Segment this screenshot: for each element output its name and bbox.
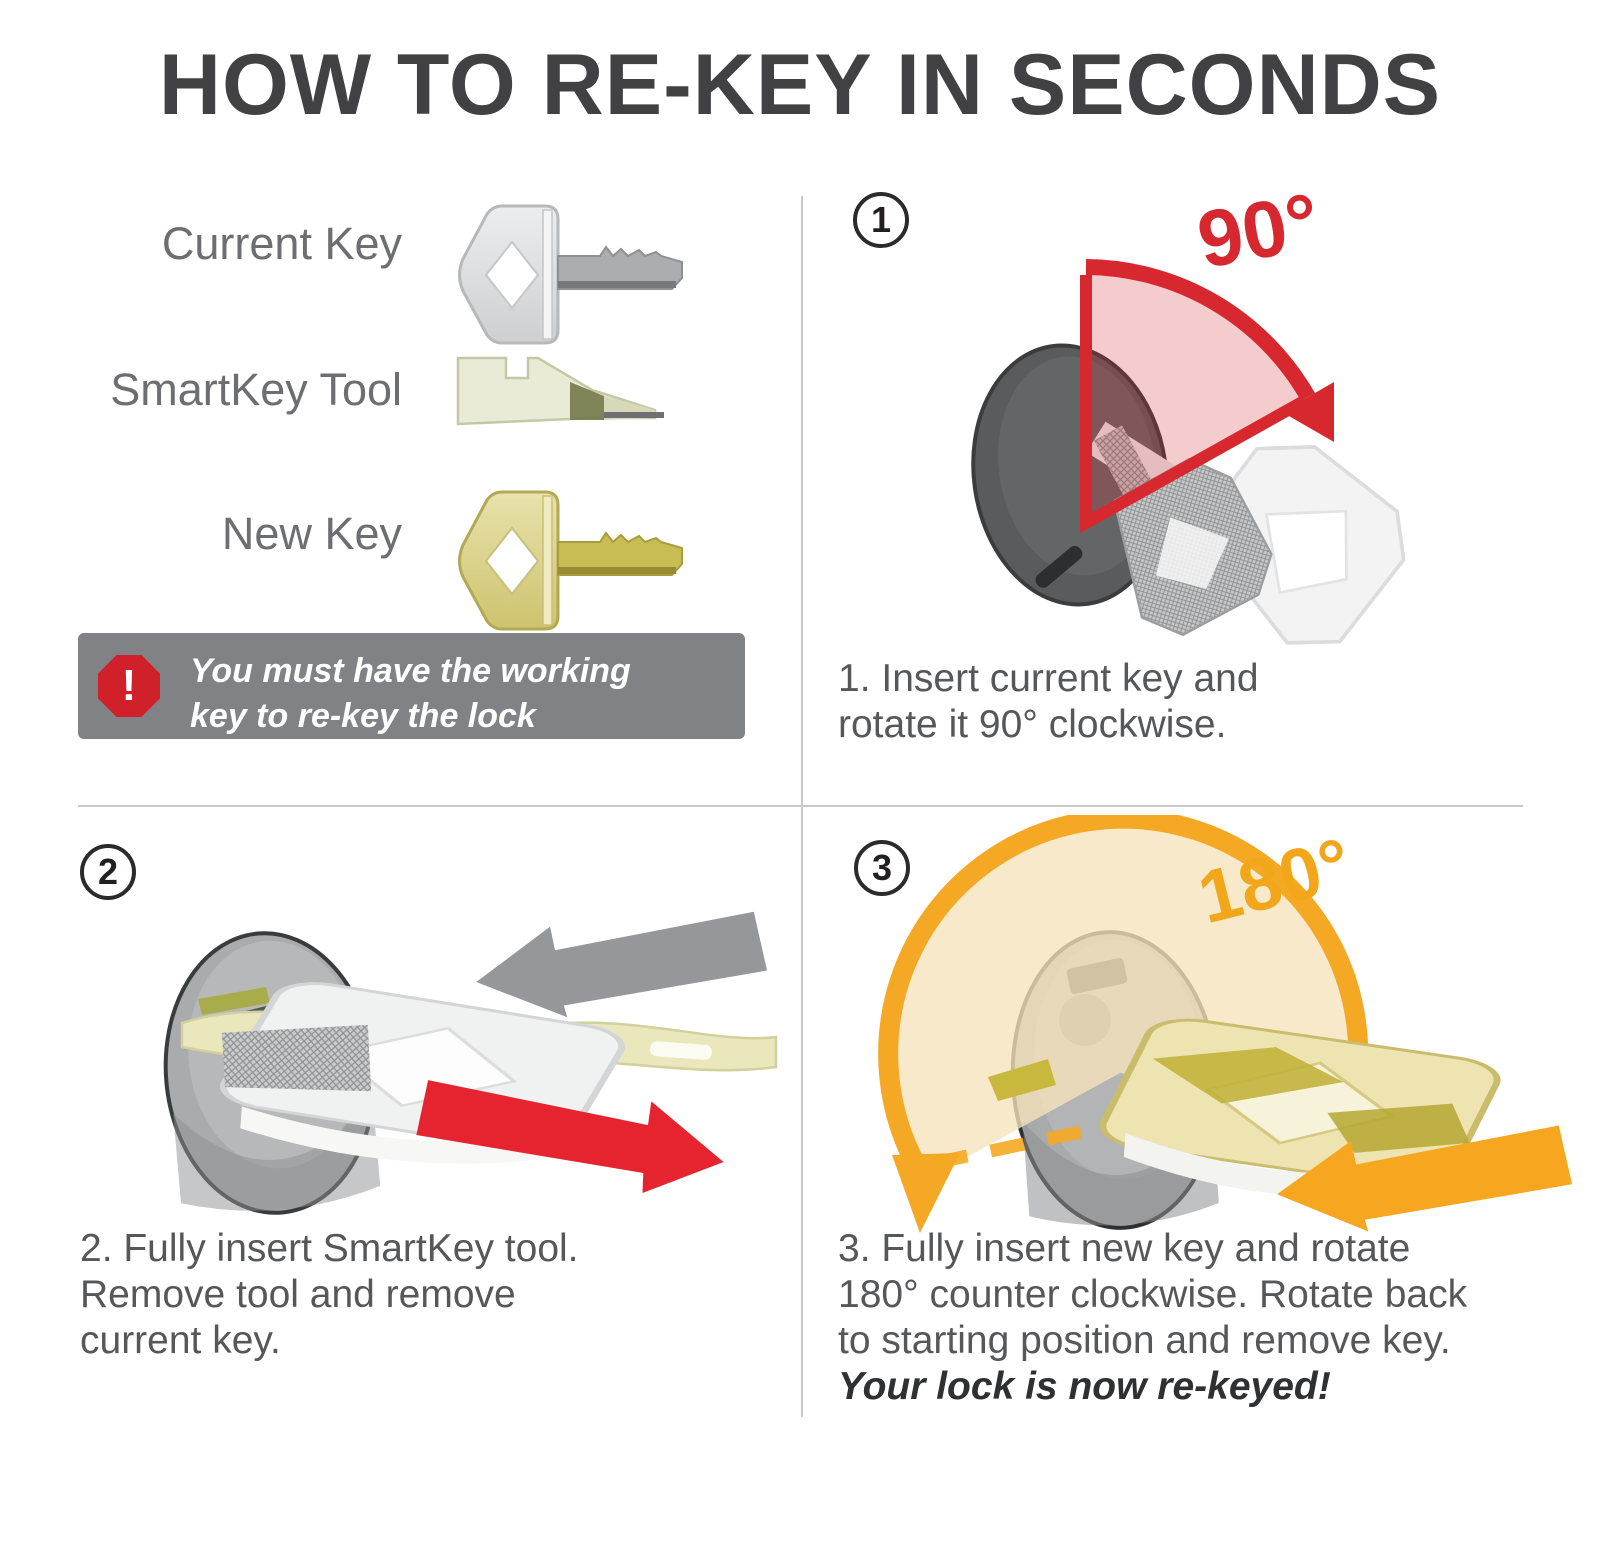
step-3-caption-line-3: to starting position and remove key. [838,1319,1451,1363]
step-2-caption-line-1: 2. Fully insert SmartKey tool. [80,1227,579,1270]
counterclockwise-arrowhead [892,1153,960,1233]
lock-rotate-new-key-180-illustration [830,815,1600,1245]
remove-key-arrow [416,1080,724,1194]
step-3-number: 3 [854,840,910,896]
step-2-caption-line-3: current key. [80,1319,281,1363]
current-key-rotating [1093,425,1273,636]
step-3-caption-emphasis: Your lock is now re-keyed! [838,1365,1331,1409]
lock-rotate-current-key-90-illustration [900,175,1520,660]
insert-new-key-arrow [1277,1125,1573,1232]
step-3-caption-line-1: 3. Fully insert new key and rotate [838,1227,1411,1270]
step-1-caption-line-2: rotate it 90° clockwise. [838,703,1227,747]
step-1-caption: 1. Insert current key and rotate it 90° … [838,656,1259,748]
step-1-number: 1 [853,192,909,248]
warning-banner: ! You must have the working key to re-ke… [78,633,745,739]
legend-label-new-key: New Key [221,508,402,559]
alert-octagon-icon: ! [98,655,160,717]
lock-rosette [971,343,1169,607]
page-title: HOW TO RE-KEY IN SECONDS [158,37,1442,133]
warning-line-1: You must have the working [190,652,631,690]
warning-text: You must have the working key to re-key … [190,649,631,739]
horizontal-divider [78,805,1523,807]
warning-line-2: key to re-key the lock [190,696,536,735]
new-key-icon [450,478,695,643]
legend-label-smartkey-tool: SmartKey Tool [110,364,402,415]
clockwise-arrowhead [1282,382,1334,442]
step-2-caption-line-2: Remove tool and remove [80,1273,516,1317]
lock-insert-smartkey-tool-illustration [70,895,790,1225]
insert-tool-arrow [476,911,768,1018]
step-2-caption: 2. Fully insert SmartKey tool. Remove to… [80,1226,579,1364]
step-3-caption: 3. Fully insert new key and rotate 180° … [838,1226,1467,1410]
current-key-icon [450,192,695,357]
step-1-caption-line-1: 1. Insert current key and [838,657,1259,700]
new-key-inserted [1099,1018,1501,1198]
step-2-number: 2 [80,844,136,900]
legend-label-current-key: Current Key [161,218,402,269]
step-3-caption-line-2: 180° counter clockwise. Rotate back [838,1273,1468,1317]
smartkey-tool-icon [452,352,667,432]
